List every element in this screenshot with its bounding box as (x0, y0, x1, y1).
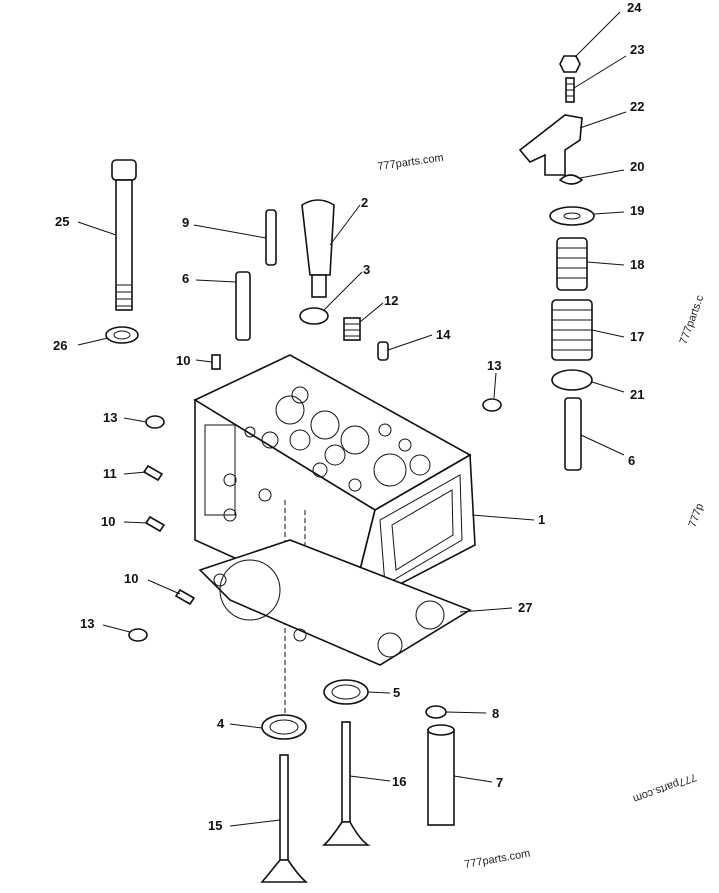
pin-14 (377, 341, 389, 361)
callout-9: 9 (182, 215, 189, 230)
watermark-top: 777parts.com (377, 152, 445, 173)
lock-nut (559, 55, 581, 73)
callout-25: 25 (55, 214, 69, 229)
small-spring-12 (343, 317, 361, 341)
plug-10-top (211, 354, 221, 370)
o-ring-8 (425, 705, 447, 719)
set-screw-11 (142, 464, 164, 482)
inner-valve-spring (551, 299, 593, 361)
callout-16: 16 (392, 774, 406, 789)
callout-labels: 24 23 22 20 19 18 17 21 6 25 26 9 2 3 6 … (53, 0, 644, 833)
callout-23: 23 (630, 42, 644, 57)
valve-bridge (518, 114, 583, 176)
callout-15: 15 (208, 818, 222, 833)
set-screw-10-low (174, 588, 196, 606)
spring-seat (551, 369, 593, 391)
callout-22: 22 (630, 99, 644, 114)
valve-seat-4 (261, 714, 307, 740)
head-gasket (198, 539, 472, 666)
o-ring-3 (299, 307, 329, 325)
callout-2: 2 (361, 195, 368, 210)
watermark-right-lower: 777parts.com (631, 771, 698, 805)
exhaust-valve-16 (321, 721, 371, 846)
valve-guide-left (235, 271, 251, 341)
leader-lines (77, 11, 627, 827)
callout-14: 14 (436, 327, 451, 342)
callout-6-left: 6 (182, 271, 189, 286)
callout-13-left: 13 (103, 410, 117, 425)
callout-3: 3 (363, 262, 370, 277)
callout-10-mid: 10 (101, 514, 115, 529)
valve-guide-right (564, 397, 582, 471)
callout-18: 18 (630, 257, 644, 272)
callout-6-right: 6 (628, 453, 635, 468)
callout-1: 1 (538, 512, 545, 527)
callout-8: 8 (492, 706, 499, 721)
watermark-bottom: 777parts.com (463, 848, 531, 871)
callout-10-low: 10 (124, 571, 138, 586)
watermark-right-upper: 777parts.c (678, 293, 707, 346)
dowel-pin-9 (265, 209, 277, 266)
callout-20: 20 (630, 159, 644, 174)
callout-13-bottom: 13 (80, 616, 94, 631)
intake-valve-15 (260, 754, 309, 883)
callout-13-right: 13 (487, 358, 501, 373)
expansion-plug-left (145, 415, 165, 429)
callout-12: 12 (384, 293, 398, 308)
callout-17: 17 (630, 329, 644, 344)
callout-26: 26 (53, 338, 67, 353)
expansion-plug-bottom (128, 628, 148, 642)
set-screw-10-mid (144, 515, 166, 533)
callout-4: 4 (217, 716, 225, 731)
cylinder-head-body (193, 354, 476, 720)
expansion-plug-right (482, 398, 502, 412)
valve-cotter (558, 174, 584, 185)
callout-5: 5 (393, 685, 400, 700)
watermark-right-mid: 777p (687, 502, 707, 529)
valve-seat-5 (323, 679, 369, 705)
callout-24: 24 (627, 0, 642, 15)
spring-retainer (549, 206, 595, 226)
nozzle-sleeve-7 (427, 724, 455, 826)
bolt-washer (105, 326, 139, 344)
callout-7: 7 (496, 775, 503, 790)
callout-27: 27 (518, 600, 532, 615)
outer-valve-spring (556, 237, 588, 291)
callout-21: 21 (630, 387, 644, 402)
callout-10-top: 10 (176, 353, 190, 368)
head-bolt (111, 159, 137, 311)
injector-sleeve (301, 199, 335, 276)
callout-19: 19 (630, 203, 644, 218)
callout-11: 11 (103, 466, 117, 481)
